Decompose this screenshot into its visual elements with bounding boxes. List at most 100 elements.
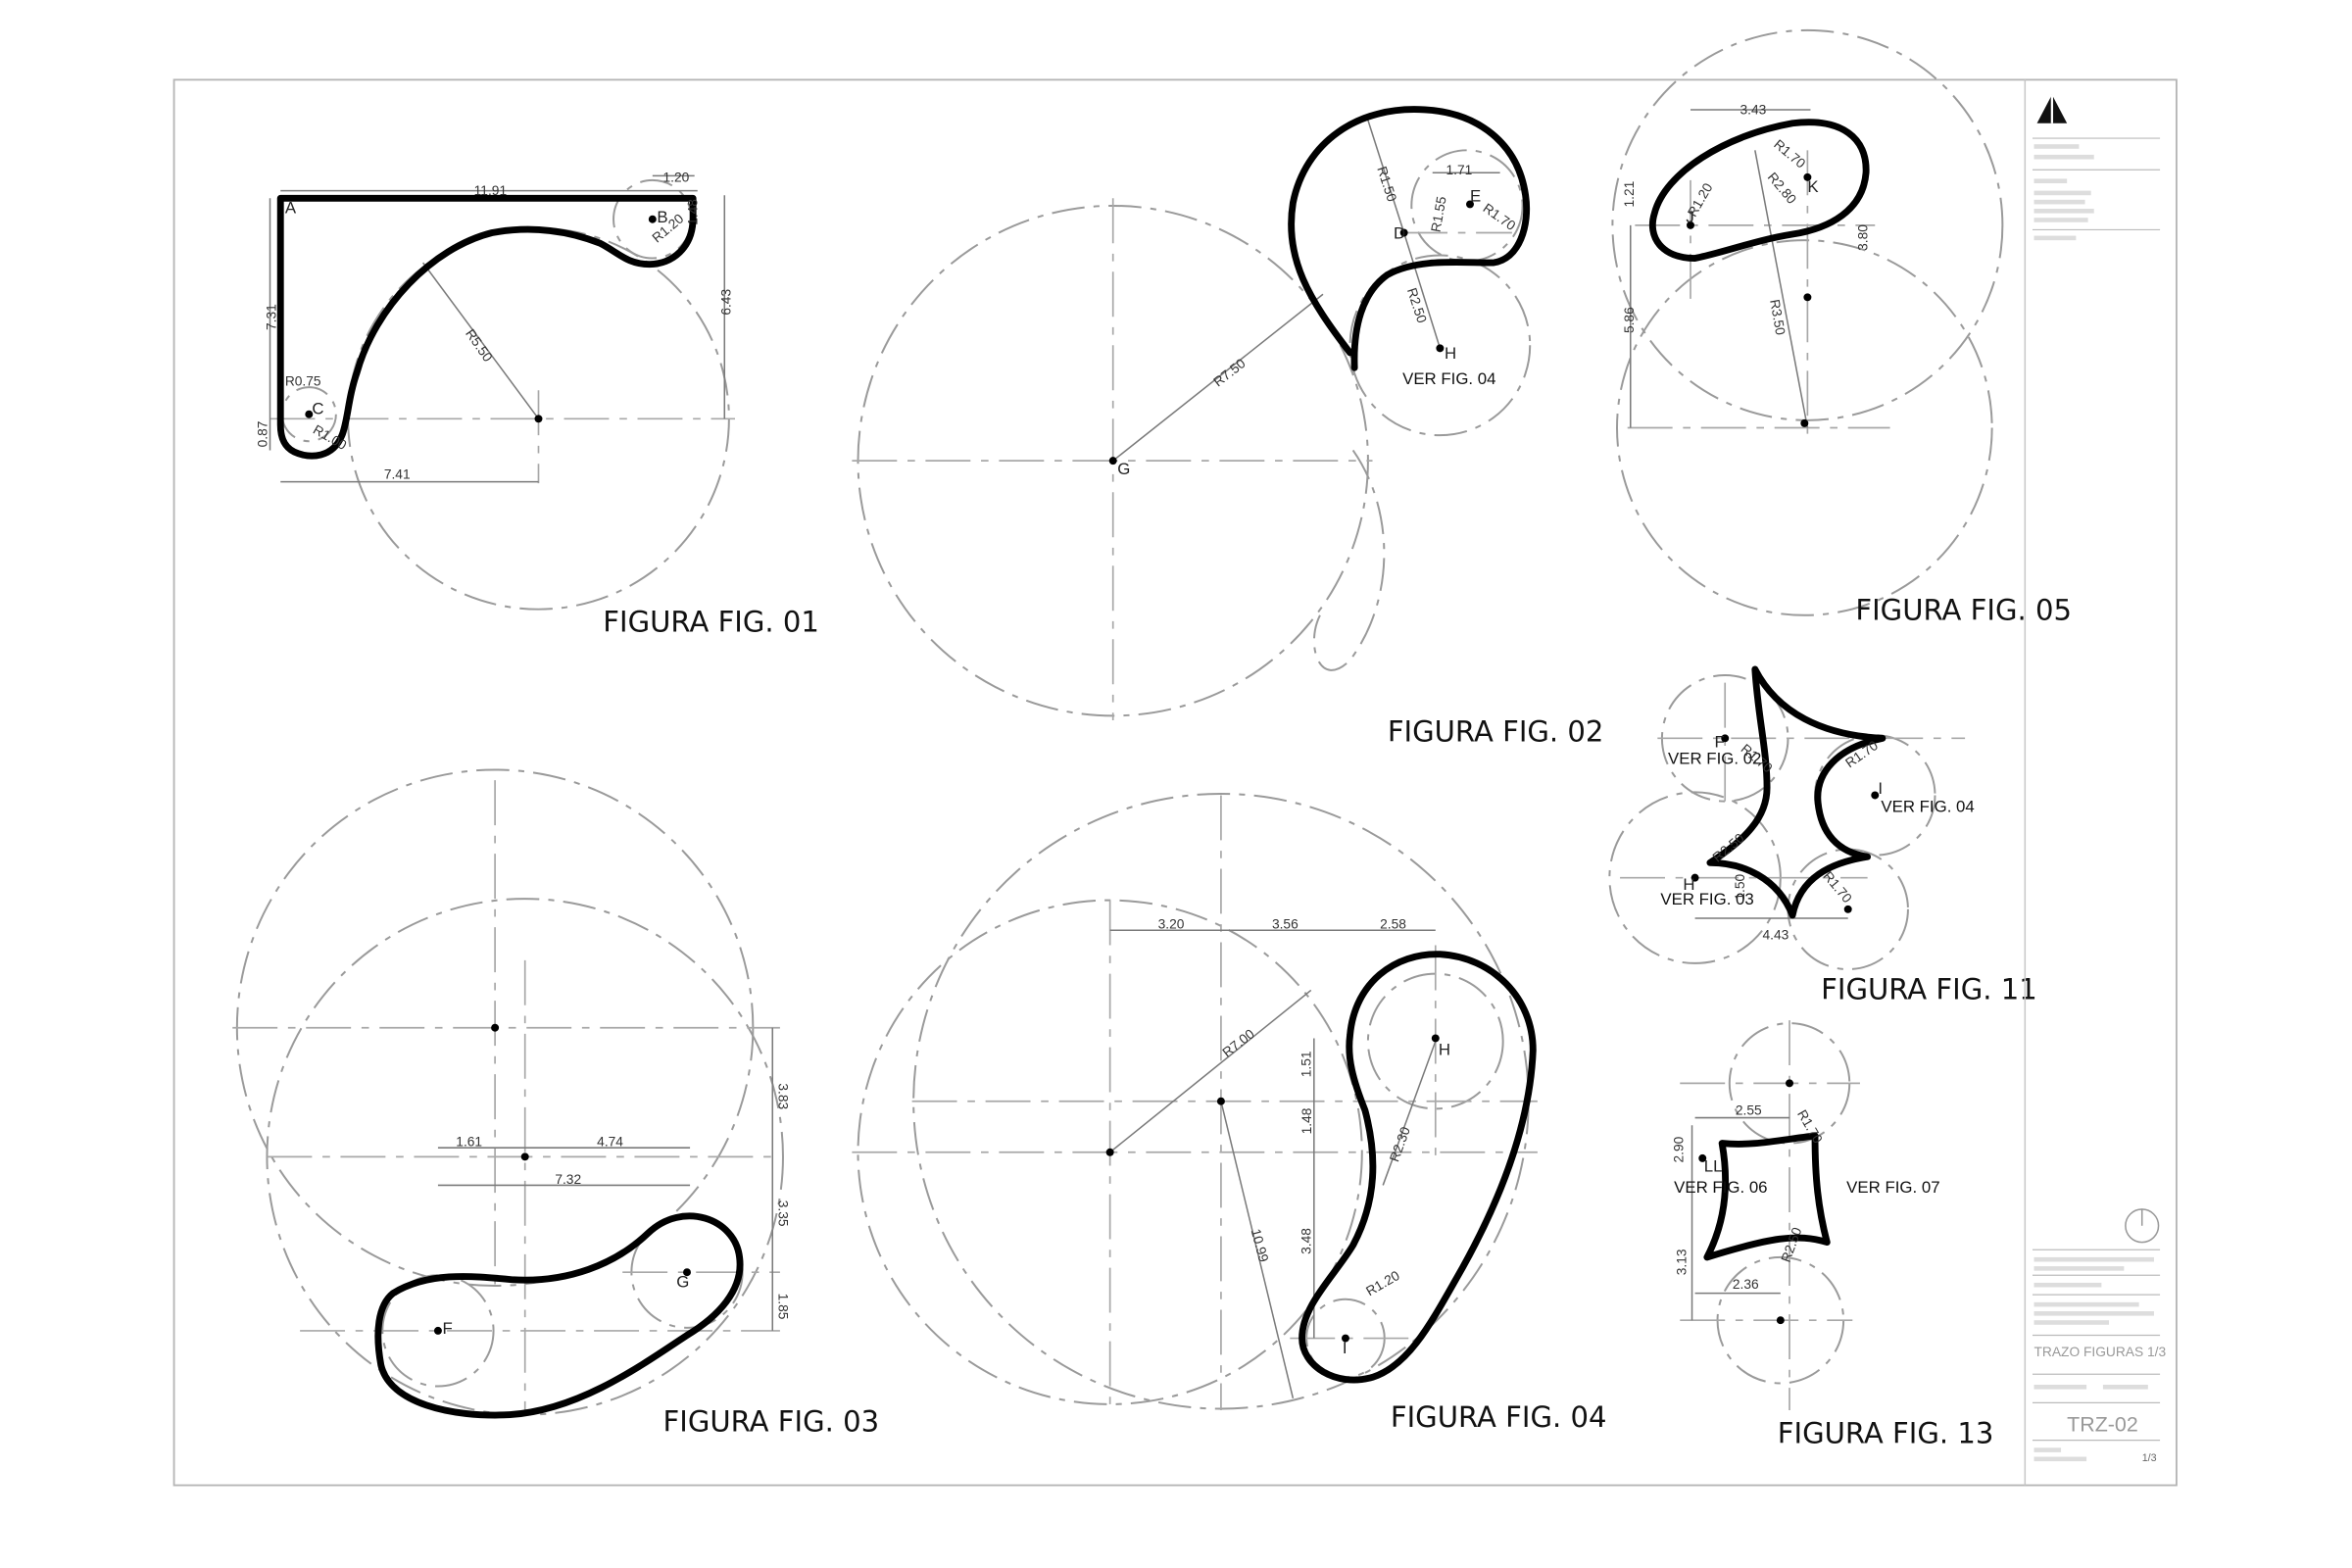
dimension-text: R0.75 <box>285 374 321 389</box>
figure-01-outline <box>276 194 697 460</box>
dimension-text: 3.48 <box>1299 1228 1314 1254</box>
dimension-text: 3.56 <box>1272 917 1298 932</box>
point-label: H <box>1439 1040 1450 1058</box>
dimension-text: 1.48 <box>686 199 701 225</box>
point-label: G <box>1117 460 1130 478</box>
point-marker <box>1721 734 1730 743</box>
figure-05: J K 3.43 R1.70 R1.20 R2.80 1.21 3.80 R3.… <box>1611 28 2072 626</box>
reference-label: VER FIG. 04 <box>1402 369 1495 388</box>
dimension-text: R5.50 <box>463 326 496 365</box>
construction-circle <box>1611 28 2004 421</box>
dimension-text: 2.58 <box>1380 917 1406 932</box>
dimension-text: 1.21 <box>1622 181 1637 208</box>
dimension-text: 3.13 <box>1674 1249 1689 1275</box>
radius-line <box>1382 1041 1437 1186</box>
dimension-text: R7.50 <box>1210 356 1248 390</box>
dimension-text: R1.70 <box>1820 868 1854 906</box>
construction-circle <box>1348 254 1532 437</box>
title-block: TRAZO FIGURAS 1/3 TRZ-02 1/3 <box>2024 79 2167 1486</box>
faded-text <box>2034 1456 2087 1462</box>
dimension-text: 3.80 <box>1856 224 1871 251</box>
faded-text <box>2102 1385 2148 1390</box>
figure-04-outline <box>1298 951 1537 1384</box>
point-marker <box>1341 1334 1349 1343</box>
dimension-text: 10.99 <box>1249 1227 1271 1263</box>
dimension-text: 1.85 <box>775 1294 790 1320</box>
faded-text <box>2034 1385 2087 1390</box>
dimension-text: 5.86 <box>1622 307 1637 333</box>
figure-title: FIGURA FIG. 01 <box>603 606 819 639</box>
point-label: F <box>443 1319 453 1338</box>
point-label: I <box>1878 779 1883 798</box>
page-number: 1/3 <box>2142 1452 2157 1464</box>
reference-label: VER FIG. 07 <box>1846 1178 1939 1197</box>
dimension-text: R2.80 <box>1765 170 1799 207</box>
faded-text <box>2034 1320 2110 1325</box>
dimension-text: 1.71 <box>1446 163 1473 177</box>
point-marker <box>534 415 543 423</box>
dimension-text: 2.90 <box>1671 1136 1686 1162</box>
dimension-text: 3.83 <box>775 1083 790 1109</box>
dimension-text: 4.74 <box>597 1135 623 1150</box>
point-marker <box>1786 1079 1793 1088</box>
point-marker <box>683 1268 691 1277</box>
sheet-title: TRAZO FIGURAS 1/3 <box>2034 1345 2167 1359</box>
faded-text <box>2034 178 2068 183</box>
point-marker <box>1108 457 1117 466</box>
figure-03-outline <box>374 1212 744 1419</box>
point-label: D <box>1394 224 1405 243</box>
dimension-text: 0.87 <box>255 421 270 448</box>
dimension-text: 1.48 <box>1299 1107 1314 1134</box>
point-marker <box>433 1326 442 1335</box>
dimension-text: R1.20 <box>650 211 687 245</box>
point-label: C <box>312 400 323 418</box>
dimension-text: 6.43 <box>718 289 733 316</box>
radius-line <box>1754 150 1809 428</box>
dimension-text: R2.30 <box>1387 1125 1413 1164</box>
dimension-text: 7.32 <box>555 1172 581 1187</box>
point-label: H <box>1445 344 1456 363</box>
point-label: E <box>1470 186 1481 205</box>
dimension-text: 1.20 <box>663 170 690 184</box>
point-label: G <box>676 1273 689 1292</box>
figure-title: FIGURA FIG. 03 <box>663 1404 880 1438</box>
radius-line <box>1220 1101 1295 1398</box>
dimension-text: 1.50 <box>1733 873 1747 900</box>
point-marker <box>1803 172 1812 181</box>
figure-title: FIGURA FIG. 02 <box>1388 714 1604 748</box>
radius-line <box>422 262 540 419</box>
reference-label: VER FIG. 06 <box>1674 1178 1767 1197</box>
dimension-text: 1.51 <box>1299 1051 1314 1077</box>
sheet-border <box>172 78 2178 1487</box>
radius-line <box>1109 989 1312 1153</box>
faded-text <box>2034 1447 2062 1452</box>
point-marker <box>491 1023 500 1032</box>
point-label: F <box>1714 733 1724 752</box>
dimension-text: R7.00 <box>1220 1026 1257 1060</box>
dimension-text: R1.55 <box>1429 195 1449 233</box>
dimension-text: 2.55 <box>1736 1103 1762 1118</box>
dimension-text: R3.50 <box>1767 298 1788 336</box>
point-marker <box>1698 1153 1707 1162</box>
point-label: J <box>1686 208 1693 226</box>
figure-02: G D E H R7.50 R1.50 1.71 R1.70 R1.55 R2.… <box>852 106 1604 748</box>
dimension-text: R1.20 <box>1685 180 1716 220</box>
point-marker <box>648 215 657 223</box>
point-label: B <box>657 208 667 226</box>
dimension-text: 4.43 <box>1762 927 1788 942</box>
point-marker <box>1843 905 1852 913</box>
faded-text <box>2034 1301 2139 1307</box>
point-marker <box>1803 293 1812 302</box>
faded-text <box>2034 209 2094 214</box>
dimension-text: 11.91 <box>474 183 507 198</box>
figure-title: FIGURA FIG. 04 <box>1391 1400 1607 1434</box>
figure-05-outline <box>1648 119 1870 262</box>
faded-text <box>2034 144 2080 149</box>
figure-title: FIGURA FIG. 05 <box>1855 593 2072 626</box>
point-label: LL <box>1704 1157 1723 1176</box>
point-marker <box>520 1152 529 1161</box>
dimension-text: R2.50 <box>1710 830 1747 864</box>
point-marker <box>305 410 314 418</box>
faded-text <box>2034 1256 2154 1262</box>
faded-text <box>2034 1311 2154 1316</box>
